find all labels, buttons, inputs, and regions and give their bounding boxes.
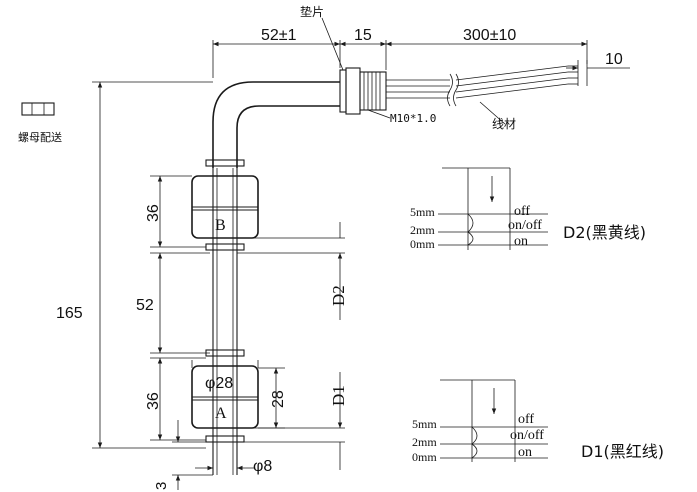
dim-dia-28: [191, 360, 259, 368]
d2-state-onoff: on/off: [508, 218, 542, 233]
d1-row-0mm: 0mm: [412, 450, 437, 464]
d1-row-2mm: 2mm: [412, 435, 437, 449]
dim-36-top: [150, 175, 206, 248]
nut-note: 螺母配送: [18, 130, 62, 144]
dim-165: [92, 81, 213, 449]
dia-28-label: φ28: [205, 375, 233, 392]
dia-8-label: φ8: [253, 458, 272, 475]
dim-36-bottom-label: 36: [145, 392, 162, 410]
d2-switch-table: [438, 167, 548, 250]
nut-icon: [21, 102, 55, 116]
d2-row-5mm: 5mm: [410, 205, 435, 219]
stem-pipe: [212, 81, 340, 168]
dim-52-1-label: 52±1: [261, 27, 297, 44]
d1-caption: D1(黑红线): [581, 442, 664, 461]
dim-165-label: 165: [56, 305, 83, 322]
wire-label: 线材: [492, 117, 516, 131]
thread-section: [359, 71, 387, 111]
dim-52: [150, 252, 210, 354]
dim-d2: [237, 222, 345, 320]
gasket-label: 垫片: [300, 4, 324, 19]
gasket: [339, 69, 347, 113]
dim-28-label: 28: [270, 390, 287, 408]
d2-row-0mm: 0mm: [410, 237, 435, 251]
dim-10-label: 10: [605, 51, 623, 68]
dim-d1-label: D1: [329, 385, 348, 406]
dim-d2-label: D2: [329, 285, 348, 306]
float-a: [191, 365, 259, 429]
hex-nut: [345, 67, 361, 115]
float-b-label: B: [215, 217, 226, 234]
float-a-label: A: [215, 405, 227, 422]
wires: [386, 65, 578, 107]
dim-d1: [237, 372, 345, 470]
thread-label: M10*1.0: [390, 112, 436, 125]
dim-3: [172, 420, 213, 490]
top-dimensions: [212, 40, 630, 86]
dim-300-10-label: 300±10: [463, 27, 516, 44]
float-b: [191, 175, 259, 239]
dim-36-top-label: 36: [145, 204, 162, 222]
rod: [212, 168, 238, 475]
dim-15-label: 15: [354, 27, 372, 44]
dim-3-label: 3: [153, 482, 170, 490]
dim-52-label: 52: [136, 297, 154, 314]
d2-state-on: on: [514, 234, 528, 249]
d1-state-off: off: [518, 412, 534, 427]
d1-state-onoff: on/off: [510, 428, 544, 443]
d1-row-5mm: 5mm: [412, 417, 437, 431]
d1-state-on: on: [518, 445, 532, 460]
d1-switch-table: [440, 379, 548, 462]
d2-caption: D2(黑黄线): [563, 223, 646, 242]
d2-row-2mm: 2mm: [410, 223, 435, 237]
d2-state-off: off: [514, 204, 530, 219]
